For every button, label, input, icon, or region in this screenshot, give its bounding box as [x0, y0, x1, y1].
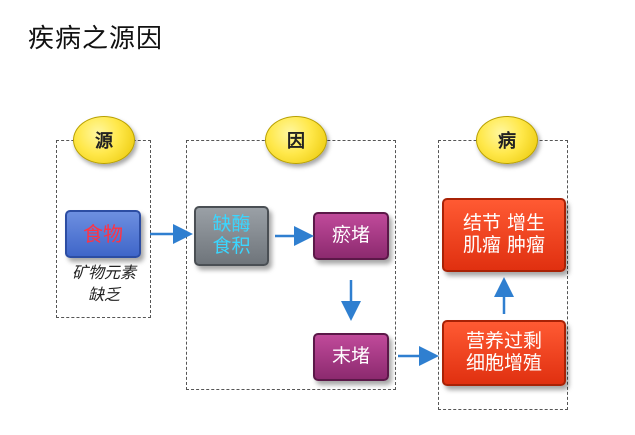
stasis-box: 瘀堵 [313, 212, 389, 260]
stasis-label: 瘀堵 [331, 224, 370, 247]
food-box: 食物 [65, 210, 141, 258]
disease-line1: 结节 增生 [462, 212, 546, 235]
deficiency-line2: 食积 [212, 235, 251, 257]
mineral-note-line2: 缺乏 [87, 285, 120, 305]
disease-circle: 病 [476, 116, 538, 164]
food-label: 食物 [83, 221, 123, 246]
page-title: 疾病之源因 [28, 24, 164, 54]
deficiency-line1: 缺酶 [212, 213, 251, 236]
deficiency-box: 缺酶 食积 [194, 206, 269, 266]
source-circle: 源 [73, 116, 135, 164]
overnutrition-line2: 细胞增殖 [465, 352, 542, 374]
overnutrition-line1: 营养过剩 [465, 330, 542, 353]
terminal-block-label: 末堵 [331, 345, 370, 368]
disease-line2: 肌瘤 肿瘤 [462, 234, 546, 256]
disease-box: 结节 增生 肌瘤 肿瘤 [442, 198, 566, 272]
overnutrition-box: 营养过剩 细胞增殖 [442, 320, 566, 386]
mineral-note: 矿物元素 缺乏 [58, 262, 150, 307]
cause-circle: 因 [265, 116, 327, 164]
terminal-block-box: 末堵 [313, 333, 389, 381]
mineral-note-line1: 矿物元素 [71, 263, 136, 282]
